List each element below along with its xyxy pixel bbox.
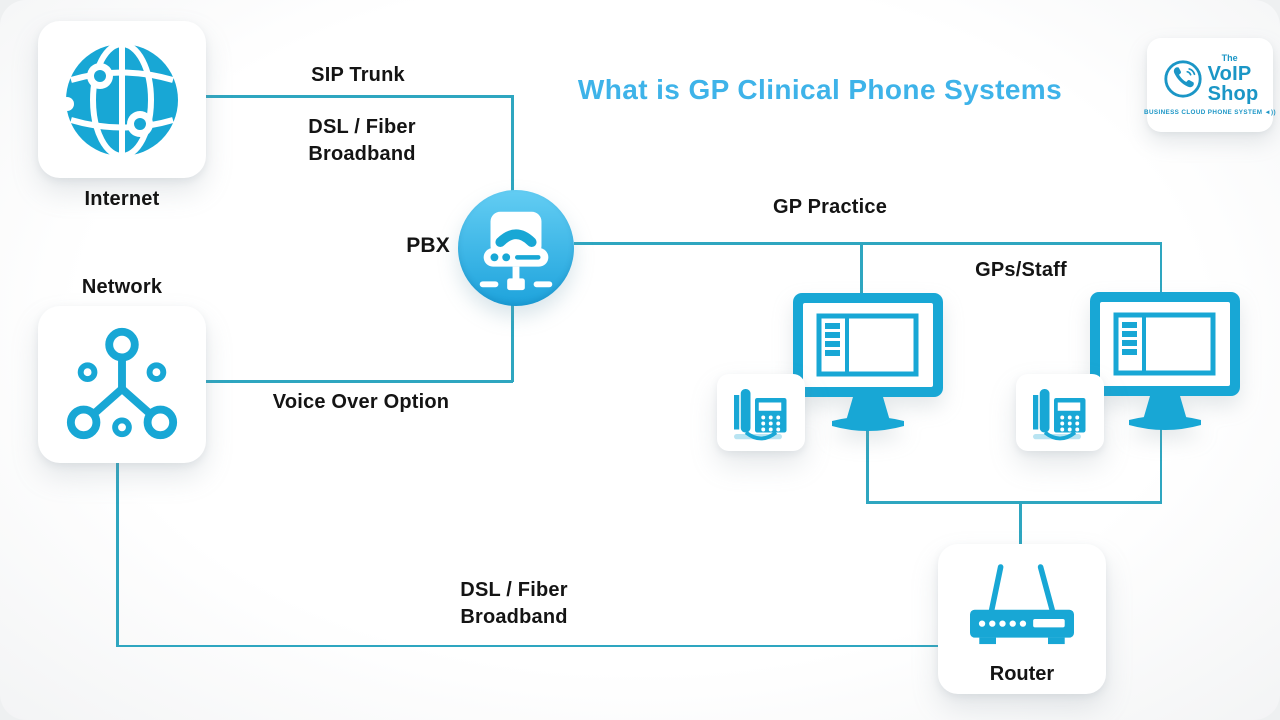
line-gp-practice [574, 242, 1162, 245]
desk-phone-icon [1027, 382, 1093, 444]
page-title: What is GP Clinical Phone Systems [577, 74, 1063, 105]
internet-globe-icon [60, 38, 184, 162]
phone-card-left [717, 374, 805, 451]
pbx-icon [467, 199, 565, 297]
dsl-top-label: DSL / Fiber Broadband [262, 114, 462, 168]
network-card [38, 306, 206, 463]
dsl-bottom-label: DSL / Fiber Broadband [414, 577, 614, 631]
line-to-left-monitor [860, 242, 863, 294]
gp-practice-label: GP Practice [772, 196, 888, 218]
dsl-bottom-line2: Broadband [460, 606, 568, 628]
pbx-label: PBX [406, 234, 450, 257]
line-sip-to-pbx [511, 95, 514, 191]
logo-voip: VoIP [1207, 63, 1252, 85]
router-icon [957, 556, 1087, 656]
line-to-right-monitor [1159, 242, 1162, 292]
dsl-top-line1: DSL / Fiber [308, 116, 416, 138]
line-sip-trunk [206, 95, 512, 98]
voip-shop-logo: The VoIP Shop BUSINESS CLOUD PHONE SYSTE… [1144, 38, 1276, 132]
gps-staff-label: GPs/Staff [975, 259, 1067, 281]
line-network-down [116, 462, 119, 647]
pbx-node [458, 190, 574, 306]
router-card: Router [938, 544, 1106, 694]
dsl-bottom-line1: DSL / Fiber [460, 579, 568, 601]
monitor-right-icon [1087, 290, 1243, 440]
internet-label: Internet [84, 188, 160, 210]
logo-tagline: BUSINESS CLOUD PHONE SYSTEM [1144, 109, 1263, 116]
desk-phone-icon [728, 382, 794, 444]
phone-circle-icon [1162, 58, 1204, 100]
router-label: Router [989, 663, 1055, 685]
phone-card-right [1016, 374, 1104, 451]
network-icon [61, 324, 183, 446]
monitor-left-icon [790, 291, 946, 441]
network-label: Network [81, 276, 163, 298]
sound-icon: ◄)) [1264, 109, 1276, 116]
line-to-router [1019, 501, 1022, 545]
dsl-top-line2: Broadband [308, 143, 416, 165]
line-dsl-bottom [116, 644, 938, 647]
logo-shop: Shop [1207, 83, 1259, 105]
line-monitors-join [866, 501, 1162, 504]
sip-trunk-label: SIP Trunk [311, 64, 405, 86]
voice-over-label: Voice Over Option [272, 391, 450, 413]
logo-the: The [1221, 53, 1238, 63]
internet-card [38, 21, 206, 178]
line-voice-over [206, 380, 513, 383]
line-pbx-down [511, 303, 514, 382]
line-left-monitor-down [866, 427, 869, 503]
line-right-monitor-down [1159, 427, 1162, 503]
